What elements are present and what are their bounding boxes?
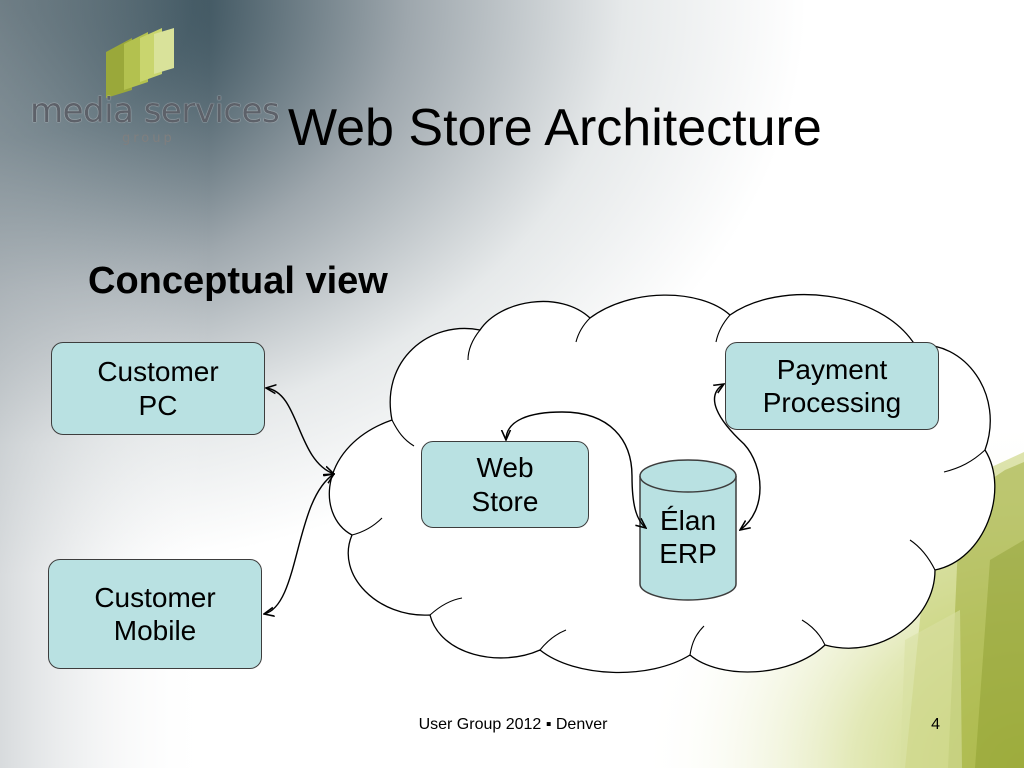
elan-erp-label: Élan ERP <box>659 505 717 570</box>
slide-footer: User Group 2012 ▪ Denver <box>418 716 608 733</box>
logo-wordmark: media services <box>30 91 280 131</box>
connector-webstore-erp <box>506 411 646 528</box>
cloud-inner-arcs <box>351 314 986 656</box>
customer-pc-label: Customer PC <box>97 356 219 421</box>
media-services-logo: media services group <box>24 28 280 158</box>
page-number: 4 <box>931 716 940 733</box>
customer-mobile-label: Customer Mobile <box>94 581 216 646</box>
payment-processing-label: Payment Processing <box>762 353 902 418</box>
customer-pc-node: Customer PC <box>51 342 265 435</box>
web-store-label: Web Store <box>471 452 539 517</box>
web-store-node: Web Store <box>421 441 589 528</box>
connector-erp-payment <box>715 384 761 530</box>
elan-erp-database <box>639 459 737 601</box>
logo-folder-icon <box>106 28 174 98</box>
connector-pc-cloud <box>266 388 334 474</box>
customer-mobile-node: Customer Mobile <box>48 559 262 669</box>
slide-subtitle: Conceptual view <box>88 260 388 302</box>
logo-tagline: group <box>122 131 175 146</box>
connector-mobile-cloud <box>264 474 334 614</box>
slide-title: Web Store Architecture <box>288 99 822 157</box>
payment-processing-node: Payment Processing <box>725 342 939 430</box>
